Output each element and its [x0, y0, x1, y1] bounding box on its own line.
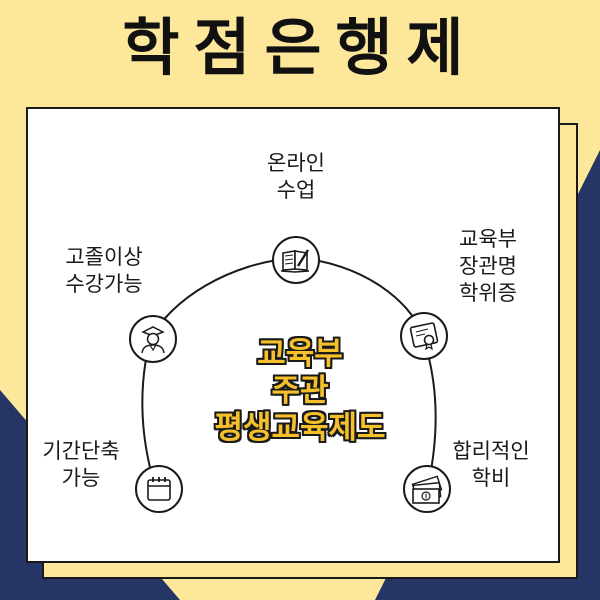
graduate-student-icon — [141, 326, 165, 354]
center-caption: 교육부 주관 평생교육제도 — [214, 336, 386, 446]
money-bills-icon — [411, 475, 443, 504]
node-reasonable-tuition — [403, 465, 451, 513]
certificate-icon — [409, 322, 439, 351]
open-book-pen-icon — [280, 249, 310, 273]
calendar-icon — [147, 477, 171, 501]
page-title: 학점은행제 — [122, 11, 478, 84]
node-period-shortening — [135, 465, 183, 513]
node-high-school-graduates — [129, 315, 177, 363]
node-online-class — [272, 236, 320, 284]
content-card — [26, 107, 560, 563]
node-ministry-degree — [400, 312, 448, 360]
